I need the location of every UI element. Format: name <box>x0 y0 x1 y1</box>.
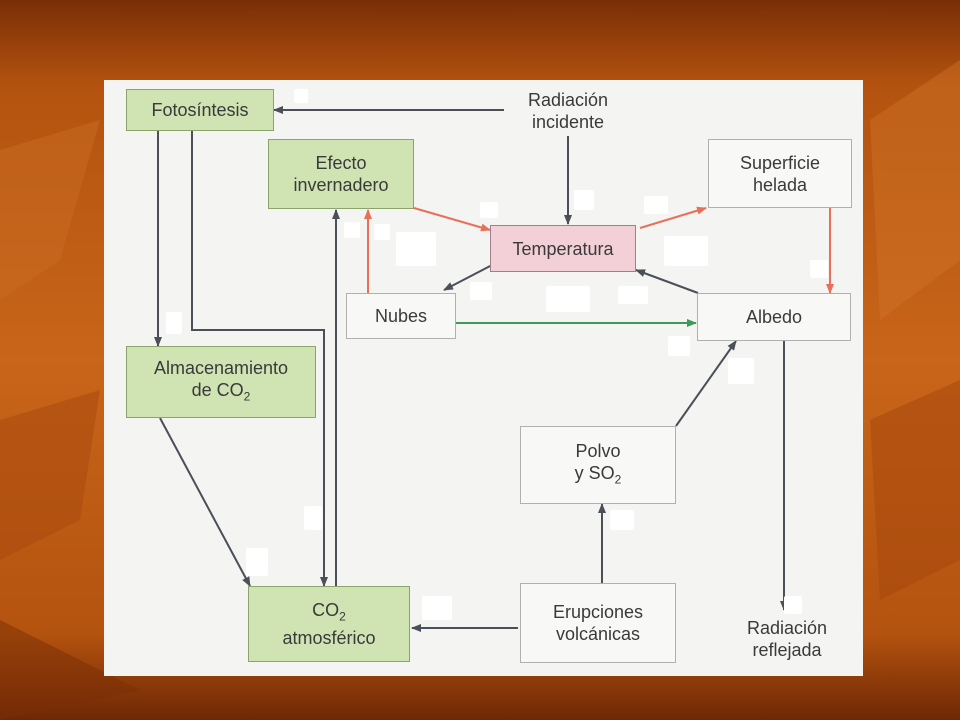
speck <box>166 312 182 334</box>
node-temperatura: Temperatura <box>490 225 636 272</box>
speck <box>728 358 754 384</box>
node-superficie-helada-line1: Superficie <box>739 152 821 173</box>
node-co2-atmosferico: CO2 atmosférico <box>248 586 410 662</box>
arrow-efecto-to-temperatura <box>413 207 491 232</box>
arrow-fotosintesis-to-co2 <box>191 130 328 587</box>
speck <box>294 89 308 103</box>
node-co2-line1: CO2 <box>312 599 346 628</box>
node-almacenamiento-line1: Almacenamiento <box>153 357 289 378</box>
node-fotosintesis: Fotosíntesis <box>126 89 274 131</box>
node-polvo-line1: Polvo <box>575 440 621 461</box>
node-almacenamiento-line2-text: de CO <box>191 379 244 400</box>
speck <box>304 506 322 530</box>
arrow-albedo-to-temperatura <box>635 269 699 294</box>
speck <box>396 232 436 266</box>
speck <box>546 286 590 312</box>
diagram-panel: Fotosíntesis Radiación incidente Efecto … <box>104 80 863 676</box>
node-radiacion-incidente-line1: Radiación <box>527 90 609 110</box>
speck <box>470 282 492 300</box>
node-fotosintesis-label: Fotosíntesis <box>151 100 249 120</box>
speck <box>480 202 498 218</box>
node-polvo-so2: Polvo y SO2 <box>520 426 676 504</box>
node-nubes: Nubes <box>346 293 456 339</box>
node-radiacion-reflejada-line1: Radiación <box>746 618 828 638</box>
node-superficie-helada-line2: helada <box>752 174 808 195</box>
node-efecto-invernadero-line2: invernadero <box>293 175 389 195</box>
node-almacenamiento-line2: de CO2 <box>192 379 251 408</box>
node-almacenamiento-co2: Almacenamiento de CO2 <box>126 346 316 418</box>
node-erupciones-line2: volcánicas <box>555 624 641 644</box>
speck <box>574 190 594 210</box>
node-radiacion-incidente: Radiación incidente <box>504 86 632 136</box>
speck <box>644 196 668 214</box>
node-radiacion-reflejada-line2: reflejada <box>752 640 822 660</box>
arrow-temperatura-to-nubes <box>443 263 495 291</box>
node-polvo-subscript: 2 <box>614 472 622 487</box>
node-co2-line2: atmosférico <box>282 628 376 649</box>
node-superficie-helada: Superficie helada <box>708 139 852 208</box>
node-radiacion-incidente-line2: incidente <box>531 112 605 132</box>
node-albedo-label: Albedo <box>745 307 803 327</box>
node-erupciones-volcanicas: Erupciones volcánicas <box>520 583 676 663</box>
speck <box>810 260 828 278</box>
speck <box>618 286 648 304</box>
node-polvo-line2-text: y SO <box>574 462 615 483</box>
node-albedo: Albedo <box>697 293 851 341</box>
node-erupciones-line1: Erupciones <box>552 602 644 622</box>
arrow-almacenamiento-to-co2 <box>159 417 251 587</box>
arrow-temperatura-to-superficie <box>639 206 707 229</box>
node-co2-subscript: 2 <box>339 609 346 624</box>
arrow-polvo-to-albedo <box>675 340 737 427</box>
node-almacenamiento-subscript: 2 <box>243 389 251 404</box>
speck <box>344 222 360 238</box>
node-efecto-invernadero-line1: Efecto <box>315 153 367 173</box>
node-efecto-invernadero: Efecto invernadero <box>268 139 414 209</box>
speck <box>668 336 690 356</box>
speck <box>422 596 452 620</box>
node-co2-line1-text: CO <box>312 599 340 620</box>
speck <box>246 548 268 576</box>
node-temperatura-label: Temperatura <box>512 238 614 259</box>
node-radiacion-reflejada: Radiación reflejada <box>722 614 852 664</box>
speck <box>784 596 802 614</box>
speck <box>610 510 634 530</box>
speck <box>374 224 390 240</box>
speck <box>664 236 708 266</box>
node-polvo-line2: y SO2 <box>575 462 622 491</box>
node-nubes-label: Nubes <box>374 306 428 326</box>
diagram-edges <box>154 106 834 632</box>
